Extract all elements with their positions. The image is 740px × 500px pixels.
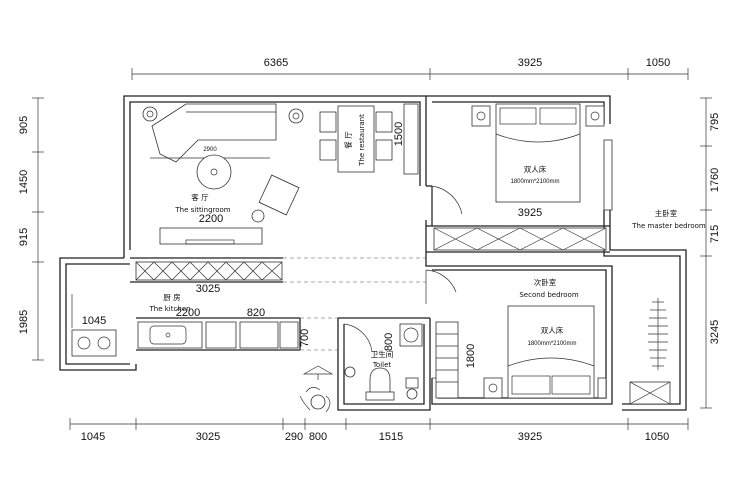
toilet-label-en: Toilet [372,361,392,369]
right-dim-4: 3245 [709,320,721,344]
bottom-dimension-line: 1045 3025 290 800 1515 3925 1050 [69,418,689,443]
kitchen-left-dim: 1045 [82,315,106,327]
balcony-rack [629,298,671,405]
right-dim-3: 715 [709,225,721,243]
left-dim-1: 905 [18,116,30,134]
second-label-cn: 次卧室 [534,277,557,287]
kitchen-fridge-dim: 820 [247,307,265,319]
second-label-en: Second bedroom [519,291,578,299]
living-label-cn: 客 厅 [191,192,209,202]
bath-width-dim: 800 [383,333,395,351]
living-label-en: The sittingroom [174,206,230,214]
bottom-dim-7: 1050 [645,431,669,443]
dining-label-en: The restaurant [358,114,366,167]
bottom-dim-6: 3925 [518,431,542,443]
master-label-cn: 主卧室 [655,208,678,218]
left-dim-3: 915 [18,228,30,246]
living-room-furniture: 2200 2900 客 厅 The sittingroom [142,103,304,245]
living-dim: 2200 [199,213,223,225]
top-dim-2: 3925 [518,57,542,69]
corridor-dashes [283,257,426,351]
bottom-dim-5: 1515 [379,431,403,443]
left-dimension-line: 905 1450 915 1985 [18,97,44,361]
second-bed-size: 1800mm*2100mm [527,341,576,347]
left-dim-2: 1450 [18,170,30,194]
master-wardrobe-dim: 3925 [518,207,542,219]
kitchen-furniture: 1045 2200 820 厨 房 The kitchen [71,292,299,357]
bottom-dim-3: 290 [285,431,303,443]
bottom-dim-4: 800 [309,431,327,443]
walls [59,95,687,411]
second-wardrobe-dim: 1800 [465,344,477,368]
dining-furniture: 餐 厅 The restaurant 1500 [319,103,419,175]
top-dimension-line: 6365 3925 1050 [131,57,689,80]
master-bed-size: 1800mm*2100mm [510,179,559,185]
second-bedroom-furniture: 1800 次卧室 Second bedroom 双人床 1800mm*2100m… [435,277,607,399]
coffee-table-dim: 2900 [203,147,217,153]
right-dim-2: 1760 [709,168,721,192]
top-dim-1: 6365 [264,57,288,69]
entrance-figure-icon [299,365,334,413]
master-bedroom-furniture: 双人床 1800mm*2100mm 主卧室 The master bedroom [471,103,706,230]
top-dim-3: 1050 [646,57,670,69]
master-label-en: The master bedroom [631,222,706,230]
dining-label-cn: 餐 厅 [344,131,353,149]
bottom-dim-1: 1045 [81,431,105,443]
kitchen-counter-dim: 2200 [176,307,200,319]
right-dimension-line: 795 1760 715 3245 [700,97,721,409]
cabinets: 3025 3925 [135,207,607,295]
bath-door-dim: 700 [299,329,311,347]
right-dim-1: 795 [709,113,721,131]
kitchen-label-en: The kitchen [148,305,190,313]
second-bed-cn: 双人床 [541,325,564,335]
toilet-fixtures: 800 700 卫生间 Toilet [299,323,423,401]
bottom-dim-2: 3025 [196,431,220,443]
dining-dim: 1500 [393,122,405,146]
master-bed-cn: 双人床 [524,164,547,174]
kitchen-label-cn: 厨 房 [163,292,180,302]
toilet-label-cn: 卫生间 [371,349,394,359]
cabinet-dim: 3025 [196,283,220,295]
door-swings [343,185,463,379]
left-dim-4: 1985 [18,310,30,334]
